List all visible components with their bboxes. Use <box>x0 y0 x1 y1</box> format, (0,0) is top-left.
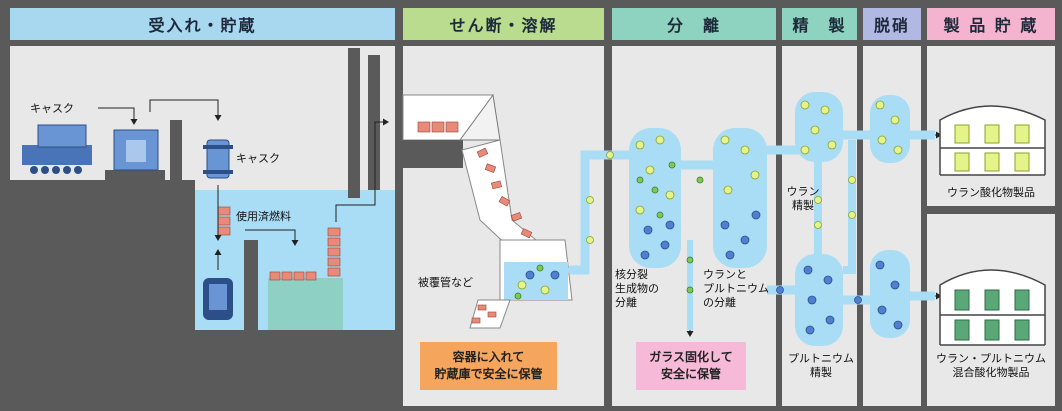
label-mox-product-line1: ウラン・プルトニウム <box>936 352 1046 365</box>
label-uranium-purification: ウラン 精製 <box>785 185 821 213</box>
platform <box>105 170 165 182</box>
header-denitration-bg <box>863 8 921 40</box>
label-cask-hanging: キャスク <box>236 152 280 165</box>
particles <box>514 100 903 335</box>
label-uranium-purification-line1: ウラン <box>786 185 820 198</box>
shear-machine <box>402 93 501 168</box>
uranium-product-containers <box>954 124 1030 172</box>
cask-on-platform <box>113 129 159 171</box>
label-upu-separation-line2: プルトニウム <box>703 282 769 295</box>
storage-rack <box>268 278 343 330</box>
header-shear-dissolve: せん断・溶解 <box>449 16 558 35</box>
callout-container-storage-line1: 容器に入れて <box>452 350 525 364</box>
label-cladding: 被覆管など <box>418 276 473 289</box>
header-receive-bg <box>10 8 395 40</box>
sheared-pieces <box>476 147 533 239</box>
header-separation: 分 離 <box>666 16 721 35</box>
denitrator-u <box>870 95 910 163</box>
callout-vitrification-line1: ガラス固化して <box>649 350 733 364</box>
header-separation-bg <box>612 8 776 40</box>
ground-left <box>10 180 195 406</box>
fuel-rack-items <box>269 271 317 281</box>
callout-vitrification-line2: 安全に保管 <box>660 367 721 381</box>
fuel-stack-left <box>217 206 231 236</box>
fuel-stack-right <box>327 227 341 277</box>
callout-vitrification: ガラス固化して 安全に保管 <box>636 342 746 390</box>
label-fission-products: 核分裂 生成物の 分離 <box>615 268 659 310</box>
header-product-bg <box>927 8 1055 40</box>
label-plutonium-purification: プルトニウム 精製 <box>780 352 862 380</box>
label-fission-products-line1: 核分裂 <box>615 268 648 281</box>
mox-product-containers <box>954 289 1030 341</box>
cask-truck <box>22 124 92 174</box>
header-shear-bg <box>403 8 604 40</box>
denitrator-mox <box>870 250 910 338</box>
receive-arrows <box>98 99 389 270</box>
header-purification: 精 製 <box>792 16 847 35</box>
header-denitration: 脱硝 <box>873 16 910 35</box>
pool-divider <box>244 240 258 330</box>
dissolver-liquid <box>504 262 568 300</box>
pillar-2 <box>368 55 380 190</box>
label-plutonium-purification-line2: 精製 <box>810 366 832 379</box>
label-plutonium-purification-line1: プルトニウム <box>788 352 854 365</box>
header-product-storage: 製 品 貯 蔵 <box>943 16 1039 35</box>
column-pu-purification <box>795 254 843 346</box>
label-upu-separation-line1: ウランと <box>703 268 747 281</box>
label-fission-products-line2: 生成物の <box>615 282 659 295</box>
label-spent-fuel: 使用済燃料 <box>236 210 291 223</box>
wall-left <box>170 120 182 180</box>
label-uranium-purification-line2: 精製 <box>792 199 814 212</box>
label-mox-product-line2: 混合酸化物製品 <box>952 366 1030 379</box>
cladding-pieces <box>471 304 497 324</box>
label-cask-truck: キャスク <box>30 102 74 115</box>
header-purification-bg <box>782 8 857 40</box>
label-upu-separation-line3: の分離 <box>703 296 736 309</box>
column-upu-separation <box>713 128 767 268</box>
label-upu-separation: ウランと プルトニウム の分離 <box>703 268 769 310</box>
pillar-1 <box>348 48 360 198</box>
label-mox-product: ウラン・プルトニウム 混合酸化物製品 <box>927 352 1055 380</box>
column-fp-separation <box>629 128 681 268</box>
pool-floor <box>195 330 395 406</box>
callout-container-storage: 容器に入れて 貯蔵庫で安全に保管 <box>420 342 557 390</box>
hanging-cask <box>203 139 233 179</box>
label-fission-products-line3: 分離 <box>615 296 637 309</box>
header-receive-storage: 受入れ・貯蔵 <box>148 16 257 35</box>
transfer-cask <box>203 278 233 320</box>
callout-container-storage-line2: 貯蔵庫で安全に保管 <box>434 367 543 381</box>
label-uranium-oxide-product: ウラン酸化物製品 <box>947 186 1035 199</box>
